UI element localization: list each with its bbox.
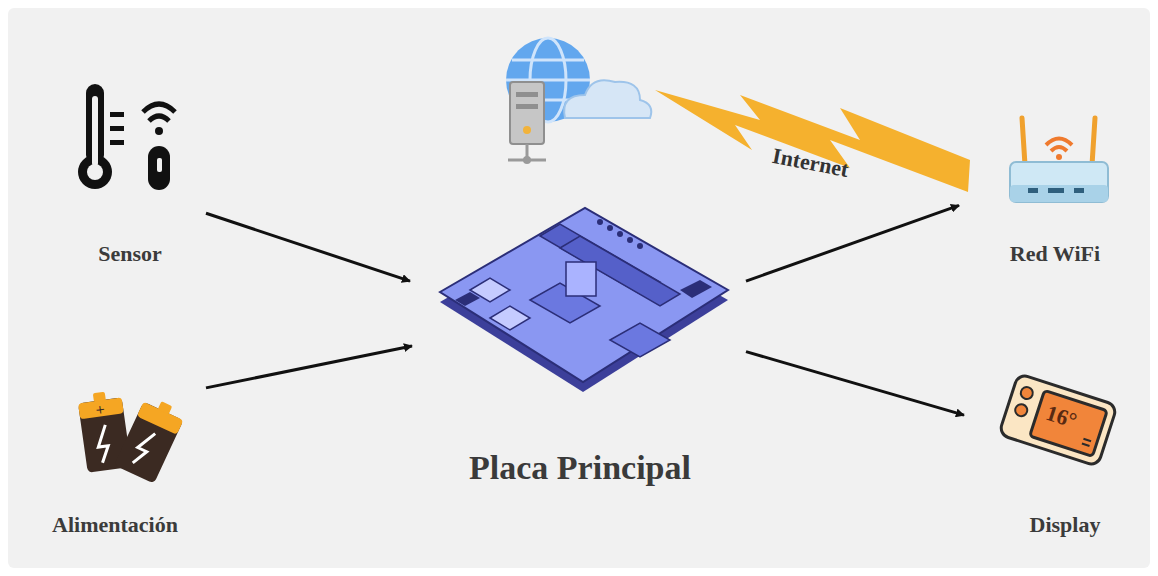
- display-icon: [999, 373, 1118, 466]
- battery-mark: +: [94, 402, 106, 417]
- arrow-connector: [206, 346, 412, 388]
- battery-icon: +: [77, 389, 187, 483]
- background-panel: [8, 8, 1150, 568]
- lightning-bolt: [655, 90, 970, 192]
- display-node: Display: [976, 365, 1154, 538]
- node-label: Placa Principal: [416, 449, 744, 487]
- arrow-connector: [746, 352, 964, 416]
- node-label: Sensor: [56, 241, 204, 267]
- sensor-icon: [78, 84, 175, 190]
- arrow-connector: [206, 213, 410, 281]
- node-label: Alimentación: [16, 512, 214, 538]
- node-label: Display: [976, 512, 1154, 538]
- arrow-connector: [746, 205, 959, 281]
- server-cloud-icon: [506, 38, 651, 164]
- sensor-node: Sensor: [56, 75, 204, 267]
- mainboard-node: Placa Principal: [416, 205, 744, 487]
- motherboard-icon: [440, 208, 728, 392]
- node-label: Red WiFi: [971, 241, 1139, 267]
- wifi-node: Red WiFi: [971, 105, 1139, 267]
- power-node: Alimentación: [16, 380, 214, 538]
- router-icon: [1010, 118, 1108, 202]
